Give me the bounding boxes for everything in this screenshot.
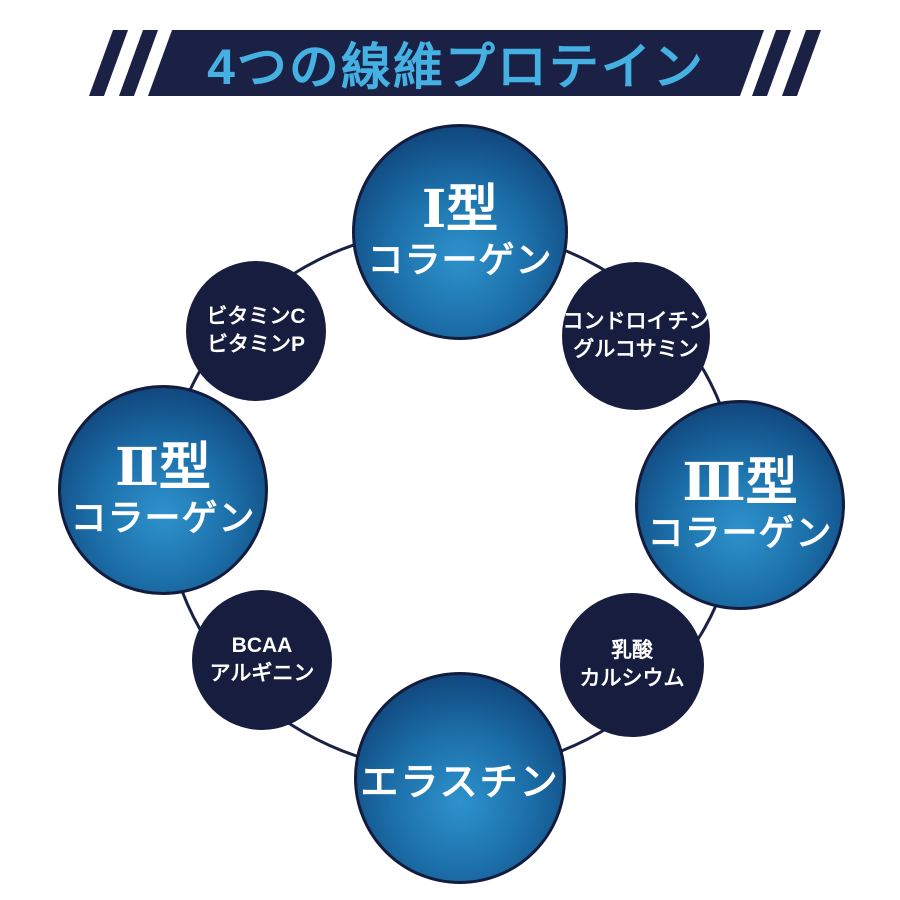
node-type3-collagen: Ⅲ型 コラーゲン xyxy=(635,400,845,610)
node-bcaa-arginine: BCAA アルギニン xyxy=(192,590,332,730)
node-bcaa-line1: BCAA xyxy=(231,633,293,657)
node-type1-subtitle: コラーゲン xyxy=(367,238,553,280)
node-type1-collagen: Ⅰ型 コラーゲン xyxy=(352,124,568,340)
node-type3-title: Ⅲ型 xyxy=(682,455,798,512)
banner-stripe-right-outer xyxy=(781,30,822,96)
node-calcium-lactate: 乳酸 カルシウム xyxy=(560,593,704,737)
node-lactate-line2: カルシウム xyxy=(579,667,685,690)
node-vitamins-line2: ビタミンP xyxy=(206,333,305,356)
node-vitamins-line1: ビタミンC xyxy=(206,304,306,328)
node-chondroitin-line2: グルコサミン xyxy=(573,338,699,361)
node-elastin: エラスチン xyxy=(354,672,566,884)
node-type2-subtitle: コラーゲン xyxy=(70,496,256,538)
node-lactate-line1: 乳酸 xyxy=(611,638,653,662)
node-bcaa-line2: アルギニン xyxy=(209,662,315,685)
node-type2-collagen: Ⅱ型 コラーゲン xyxy=(58,385,268,595)
node-vitamins: ビタミンC ビタミンP xyxy=(186,261,326,401)
node-type3-subtitle: コラーゲン xyxy=(647,511,833,553)
page-title: 4つの線維プロテイン xyxy=(207,39,705,95)
node-type2-title: Ⅱ型 xyxy=(115,440,211,497)
node-elastin-title: エラスチン xyxy=(360,761,560,804)
node-type1-title: Ⅰ型 xyxy=(421,182,499,239)
node-chondroitin-line1: コンドロイチン xyxy=(562,309,710,333)
node-chondroitin-glucosamine: コンドロイチン グルコサミン xyxy=(562,262,710,410)
